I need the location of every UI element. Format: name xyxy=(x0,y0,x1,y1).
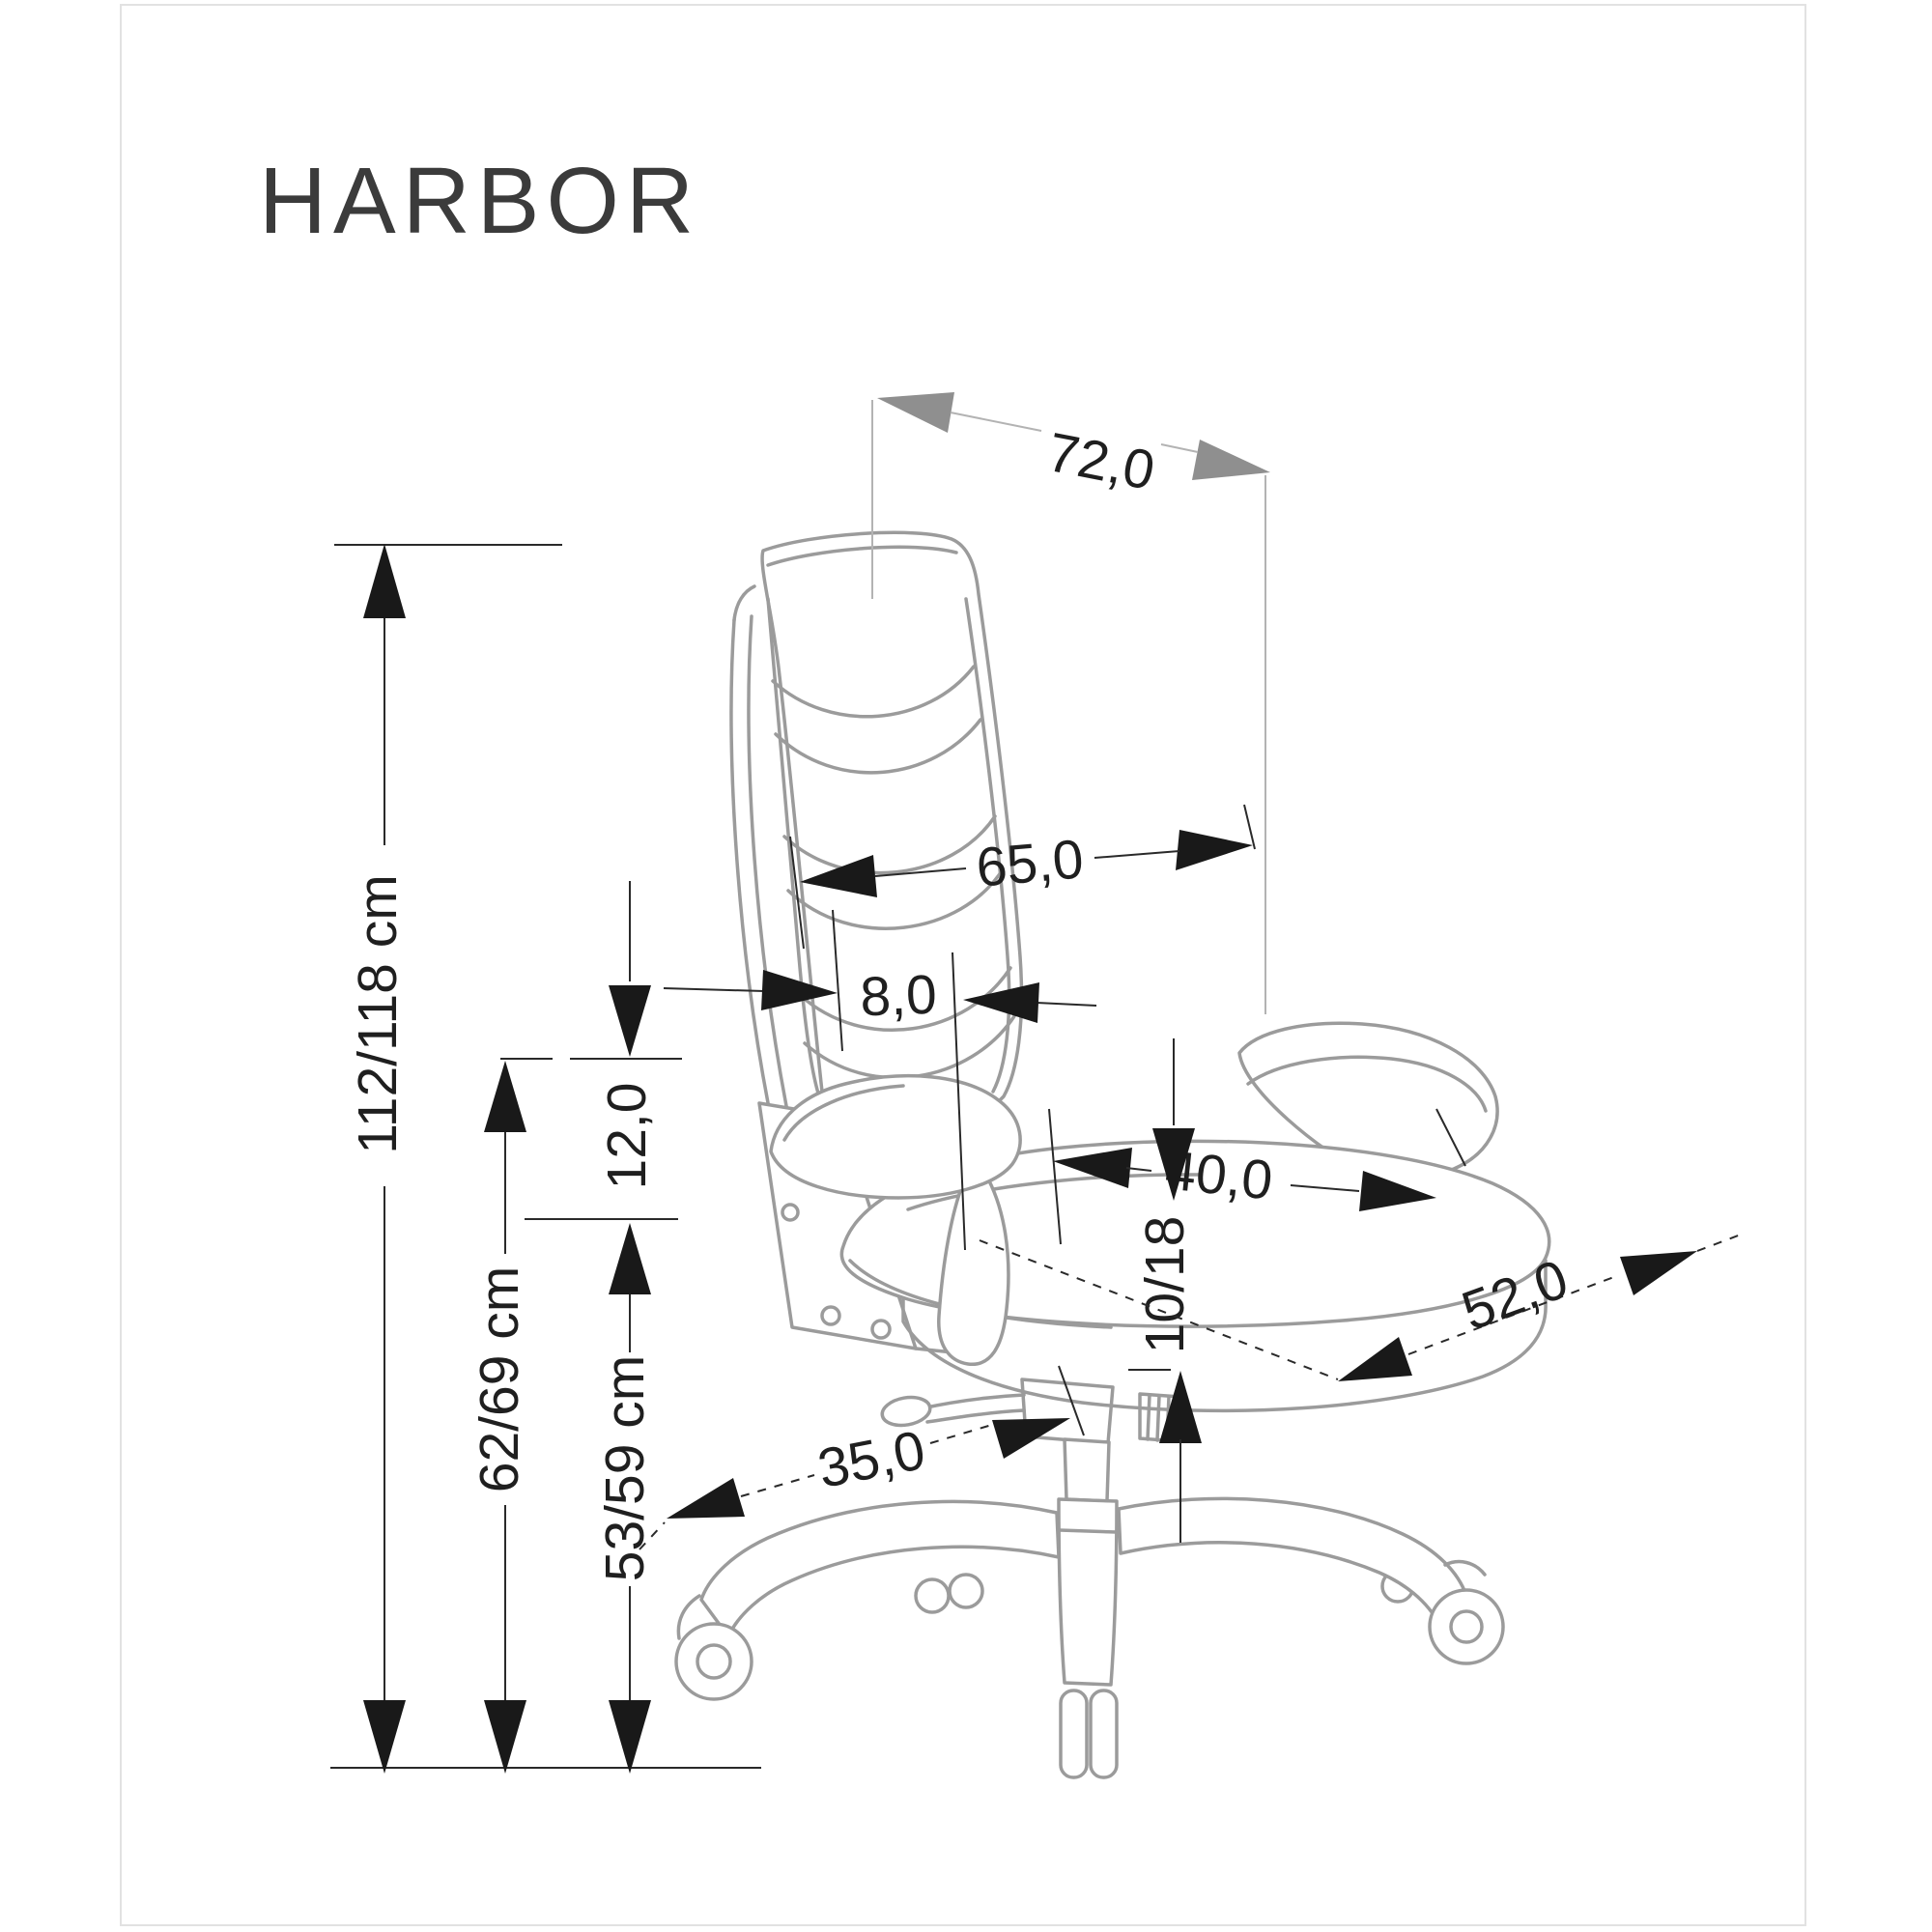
left-caster xyxy=(674,1594,753,1701)
dim-armrest-height: 62/69 cm xyxy=(469,1061,530,1774)
reference-lines xyxy=(330,544,761,1769)
backrest-frame-rails xyxy=(729,584,789,1115)
backrest xyxy=(760,530,1024,1140)
armrest-drop-label: 12,0 xyxy=(596,1083,658,1190)
dim-seat-top: 40,0 xyxy=(1048,1108,1466,1245)
frame-side-label: 8,0 xyxy=(859,964,937,1029)
gas-lift xyxy=(1057,1437,1119,1687)
tilt-lever-knob xyxy=(880,1395,932,1428)
backrest-width-label: 65,0 xyxy=(974,828,1086,898)
base-leg-label: 35,0 xyxy=(813,1419,930,1500)
cushion-thickness-label: 10/18 xyxy=(1134,1216,1196,1354)
dim-armrest-drop: 12,0 xyxy=(596,881,658,1189)
seat-height-label: 53/59 cm xyxy=(594,1355,656,1581)
dim-frame-side: 8,0 xyxy=(663,909,1097,1251)
front-caster xyxy=(1059,1689,1119,1779)
right-caster xyxy=(1428,1559,1505,1665)
backrest-depth-label: 72,0 xyxy=(1042,421,1159,502)
armrest-height-label: 62/69 cm xyxy=(469,1266,530,1492)
left-armrest xyxy=(769,1073,1022,1366)
dim-seat-height: 53/59 cm xyxy=(594,1223,656,1774)
dim-overall-height: 112/118 cm xyxy=(347,544,409,1774)
overall-height-label: 112/118 cm xyxy=(347,874,409,1153)
product-title: HARBOR xyxy=(259,148,700,253)
dim-backrest-width: 65,0 xyxy=(789,804,1256,950)
rear-casters xyxy=(914,1564,1446,1614)
dim-cushion-thickness: 10/18 xyxy=(1128,1038,1202,1543)
